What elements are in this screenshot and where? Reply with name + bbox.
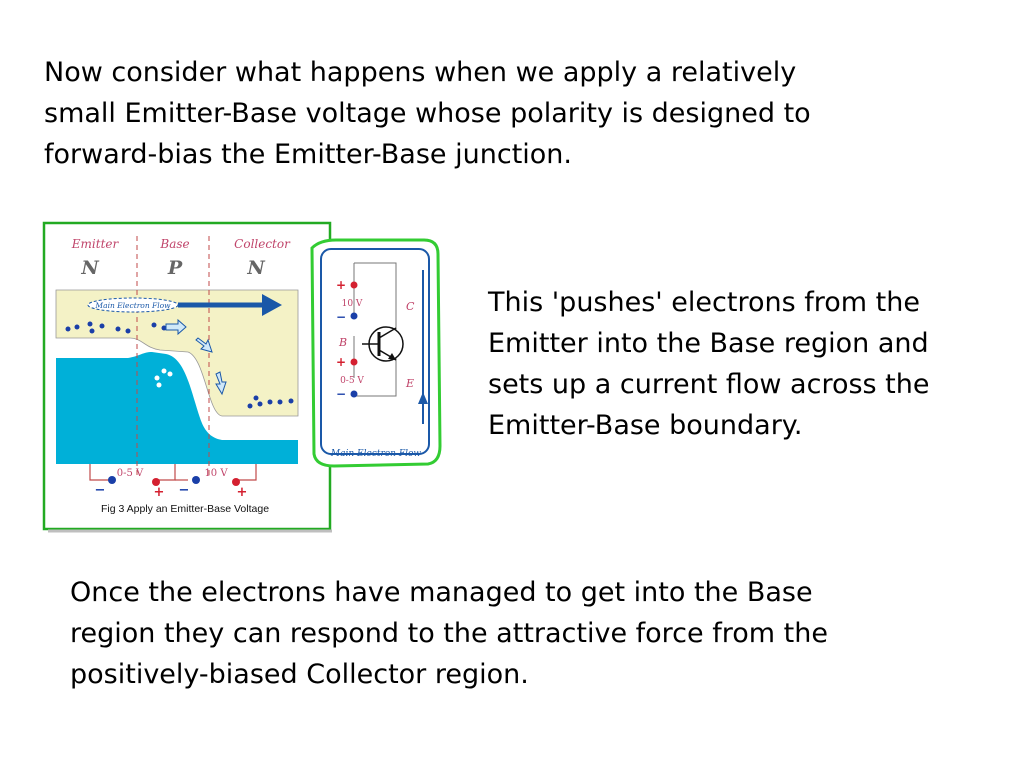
region-type-emitter: N	[80, 257, 99, 279]
valence-band	[56, 352, 298, 464]
eb-voltage-label: 0-5 V	[117, 468, 144, 479]
terminal-c-label: C	[406, 300, 415, 313]
cb-voltage-label: 10 V	[204, 468, 228, 479]
inset-top-voltage: 10 V	[342, 299, 363, 309]
region-label-base: Base	[159, 237, 189, 251]
main-flow-label: Main Electron Flow	[94, 301, 171, 310]
plus-sign: +	[336, 278, 346, 292]
cb-positive-terminal	[232, 478, 240, 486]
transistor-bias-figure: Emitter Base Collector N P N Main Electr…	[42, 221, 442, 533]
inset-terminal	[350, 390, 358, 398]
intro-paragraph: Now consider what happens when we apply …	[44, 52, 944, 175]
electrons	[65, 321, 294, 409]
region-type-base: P	[167, 257, 183, 279]
minus-sign: −	[95, 483, 106, 498]
minus-sign: −	[336, 387, 346, 401]
minus-sign: −	[179, 483, 190, 498]
region-label-collector: Collector	[234, 237, 291, 251]
conduction-band	[55, 289, 299, 417]
inset-bottom-voltage: 0-5 V	[340, 376, 364, 386]
push-line-2: Emitter into the Base region and	[488, 328, 929, 359]
terminal-b-label: B	[338, 336, 347, 349]
cb-negative-terminal	[192, 476, 200, 484]
bottom-wiring	[89, 464, 257, 481]
intro-line-1: Now consider what happens when we apply …	[44, 57, 797, 88]
collector-paragraph: Once the electrons have managed to get i…	[70, 572, 970, 695]
small-flow-arrows	[165, 318, 227, 396]
inset-wiring	[353, 262, 397, 397]
push-line-1: This 'pushes' electrons from the	[488, 287, 920, 318]
eb-positive-terminal	[152, 478, 160, 486]
intro-line-3: forward-bias the Emitter-Base junction.	[44, 139, 572, 170]
push-line-3: sets up a current flow across the	[488, 369, 930, 400]
plus-sign: +	[336, 355, 346, 369]
intro-line-2: small Emitter-Base voltage whose polarit…	[44, 98, 811, 129]
push-line-4: Emitter-Base boundary.	[488, 410, 803, 441]
collector-line-1: Once the electrons have managed to get i…	[70, 577, 813, 608]
minus-sign: −	[336, 310, 346, 324]
main-flow-arrow	[262, 294, 282, 316]
inset-terminal	[350, 312, 358, 320]
inset-terminal	[350, 358, 358, 366]
collector-line-2: region they can respond to the attractiv…	[70, 618, 828, 649]
terminal-e-label: E	[405, 377, 414, 390]
transistor-icon	[362, 326, 404, 362]
plus-sign: +	[154, 485, 165, 500]
plus-sign: +	[237, 485, 248, 500]
eb-negative-terminal	[108, 476, 116, 484]
inset-flow-arrow	[418, 392, 428, 404]
inset-terminal	[350, 281, 358, 289]
figure-caption: Fig 3 Apply an Emitter-Base Voltage	[101, 503, 269, 515]
collector-line-3: positively-biased Collector region.	[70, 659, 529, 690]
push-paragraph: This 'pushes' electrons from the Emitter…	[488, 282, 1008, 446]
region-type-collector: N	[246, 257, 265, 279]
inset-flow-label: Main Electron Flow	[330, 449, 421, 459]
region-label-emitter: Emitter	[71, 237, 120, 251]
holes	[154, 368, 173, 388]
